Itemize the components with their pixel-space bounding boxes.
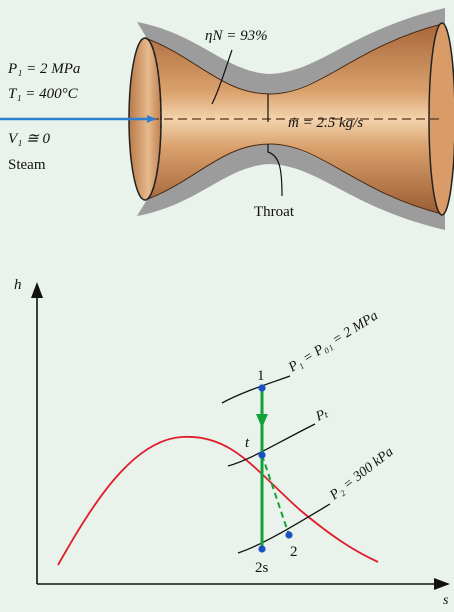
nozzle-labels: P₁ = 2 MPa T₁ = 400°C V₁ ≅ 0 Steam ηN = … xyxy=(7,28,363,220)
state-1-label: 1 xyxy=(257,368,265,384)
inlet-pressure-label: P₁ = 2 MPa xyxy=(7,61,80,77)
throat-leader xyxy=(267,144,283,197)
hs-diagram: h s 1 t 2 2s P₁ = P₀₁ = 2 MPa Pₜ P₂ = 30… xyxy=(14,277,450,608)
mass-flow-label: ṁ = 2.5 kg/s xyxy=(288,115,363,131)
actual-process-line xyxy=(261,454,290,536)
isobar-pt xyxy=(227,423,316,467)
inlet-temperature-label: T₁ = 400°C xyxy=(8,86,79,102)
nozzle-outer-shell xyxy=(137,8,445,94)
nozzle-outlet-face xyxy=(428,22,454,216)
y-axis-arrowhead xyxy=(31,282,43,298)
state-point-2s xyxy=(258,545,266,553)
nozzle-illustration xyxy=(0,8,454,230)
state-point-t xyxy=(258,451,266,459)
isobar-p2 xyxy=(237,503,331,554)
isobar-pt-label: Pₜ xyxy=(313,406,331,425)
efficiency-leader xyxy=(211,49,233,105)
state-2-label: 2 xyxy=(290,544,298,560)
inlet-velocity-label: V₁ ≅ 0 xyxy=(8,131,50,147)
fluid-label: Steam xyxy=(8,157,46,173)
state-2s-label: 2s xyxy=(255,560,269,576)
saturation-dome xyxy=(57,436,379,566)
state-point-1 xyxy=(258,384,266,392)
isobar-p1-label: P₁ = P₀₁ = 2 MPa xyxy=(285,308,381,375)
isobar-p1 xyxy=(221,375,291,404)
throat-label: Throat xyxy=(254,204,295,220)
state-point-2 xyxy=(285,531,293,539)
state-t-label: t xyxy=(245,435,250,451)
isobar-p2-label: P₂ = 300 kPa xyxy=(326,444,396,503)
process-direction-arrow xyxy=(256,414,268,428)
x-axis-label: s xyxy=(443,593,449,607)
nozzle-efficiency-label: ηN = 93% xyxy=(205,28,268,44)
x-axis-arrowhead xyxy=(434,578,450,590)
nozzle-outer-shell-bottom xyxy=(137,144,445,230)
y-axis-label: h xyxy=(14,277,22,293)
